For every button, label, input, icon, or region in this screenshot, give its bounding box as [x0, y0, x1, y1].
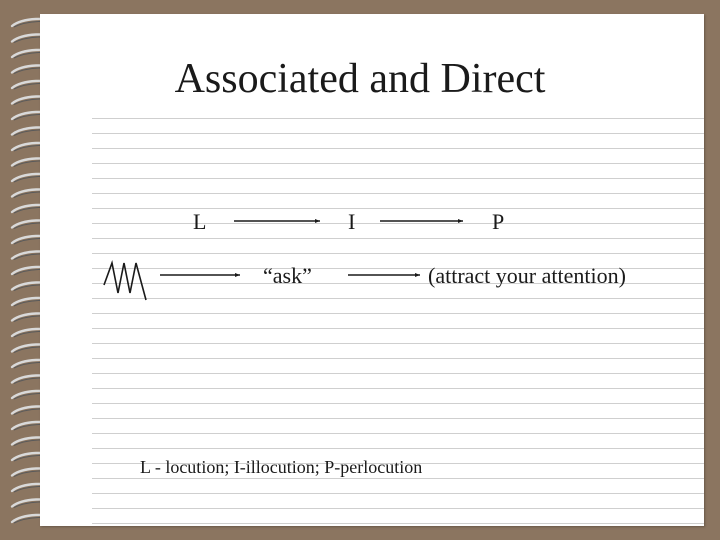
- notebook-page: [40, 14, 704, 526]
- page-header-area: [40, 14, 704, 118]
- label-i: I: [348, 209, 356, 234]
- label-attract-attention: (attract your attention): [428, 263, 626, 288]
- label-p: P: [492, 209, 505, 234]
- footnote-legend: L - locution; I-illocution; P-perlocutio…: [140, 457, 423, 477]
- sound-wave-icon: [103, 260, 147, 301]
- page-margin: [40, 14, 92, 526]
- slide-title: Associated and Direct: [174, 56, 546, 102]
- label-ask: “ask”: [263, 263, 312, 288]
- label-l: L: [193, 209, 207, 234]
